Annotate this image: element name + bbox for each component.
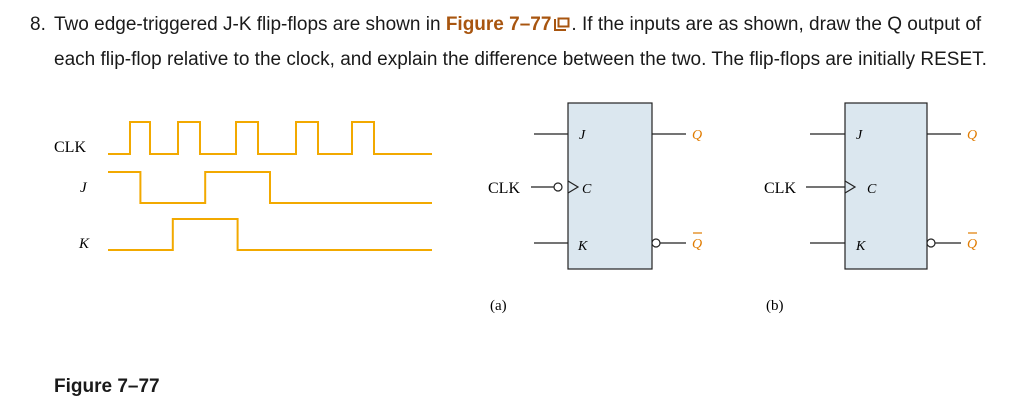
flipflop-b-clk-label: CLK (764, 180, 796, 197)
flipflop-b-clock-triangle (844, 180, 857, 194)
figure-link[interactable]: Figure 7–77 (445, 14, 552, 35)
flipflop-b-qbar-bubble (926, 238, 936, 248)
question-text-after: . If the inputs are as shown, draw the Q… (54, 14, 987, 70)
flipflop-a-q-label: Q (692, 128, 702, 143)
question-body: Two edge-triggered J-K flip-flops are sh… (54, 8, 1010, 76)
flipflop-a-qbar-label: Q (692, 237, 702, 252)
flipflop-a-clock-inversion-bubble (553, 182, 563, 192)
flipflop-b-j-label: J (856, 128, 863, 143)
flipflop-b-sublabel: (b) (766, 298, 784, 314)
flipflop-a: CLK J C K Q Q (a) (488, 102, 702, 314)
flipflop-b-qbar-label: Q (967, 237, 977, 252)
flipflop-a-clock-triangle (567, 180, 580, 194)
flipflop-b-q-label: Q (967, 128, 977, 143)
flipflop-a-sublabel: (a) (490, 298, 507, 314)
k-waveform (108, 218, 432, 251)
question-text-before: Two edge-triggered J-K flip-flops are sh… (54, 14, 446, 35)
flipflop-a-k-label: K (577, 239, 588, 254)
flipflop-b-k-label: K (855, 239, 866, 254)
question-text: 8. Two edge-triggered J-K flip-flops are… (30, 8, 1010, 76)
question-number: 8. (30, 14, 46, 35)
figure-reference-icon[interactable] (554, 10, 570, 43)
j-waveform (108, 171, 432, 204)
j-signal-label: J (80, 180, 88, 196)
flipflop-b-box (844, 102, 928, 270)
clk-signal-label: CLK (54, 139, 86, 156)
flipflop-b: CLK J C K Q Q (b) (764, 102, 977, 314)
clk-waveform (108, 121, 432, 155)
flipflop-a-clk-label: CLK (488, 180, 520, 197)
k-signal-label: K (78, 236, 90, 252)
flipflop-b-c-label: C (867, 182, 877, 197)
flipflop-a-box (567, 102, 653, 270)
flipflop-a-qbar-bubble (651, 238, 661, 248)
figure-caption: Figure 7–77 (54, 376, 160, 397)
flipflop-a-c-label: C (582, 182, 592, 197)
flipflop-a-j-label: J (579, 128, 586, 143)
